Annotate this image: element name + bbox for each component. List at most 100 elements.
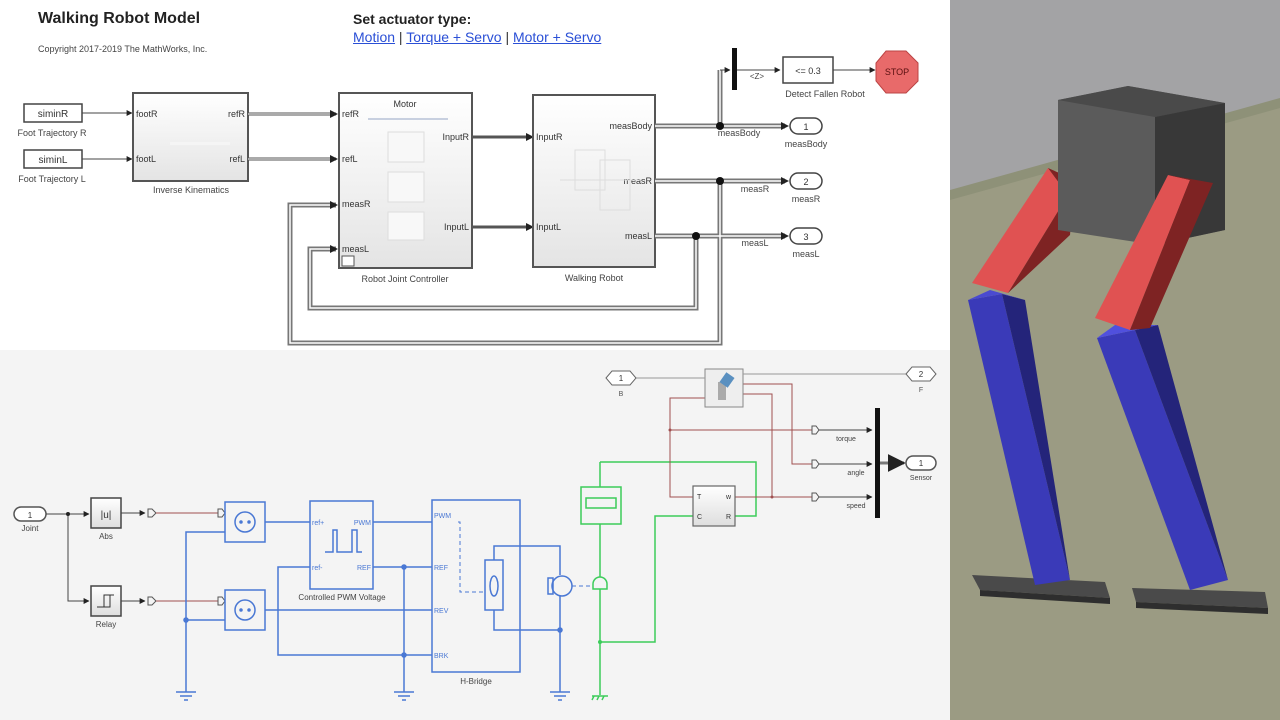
robot-3d-render — [950, 0, 1280, 720]
caption-sensor: Sensor — [910, 475, 933, 482]
caption-outport-measl: measL — [792, 249, 819, 259]
svg-text:refR: refR — [342, 109, 360, 119]
rotational-sensor-block[interactable] — [580, 486, 622, 525]
svg-text:footR: footR — [136, 109, 158, 119]
copyright-text: Copyright 2017-2019 The MathWorks, Inc. — [38, 44, 208, 54]
svg-text:1: 1 — [803, 122, 808, 132]
svg-text:1: 1 — [919, 459, 924, 468]
motion-sensor-block[interactable]: T C w R — [692, 485, 736, 527]
svg-text:2: 2 — [803, 177, 808, 187]
caption-foot-traj-r: Foot Trajectory R — [17, 128, 87, 138]
caption-walking-robot: Walking Robot — [565, 273, 624, 283]
controlled-pwm-voltage-block[interactable] — [309, 500, 374, 590]
robot-thigh-right — [1095, 175, 1213, 330]
bottom-diagram-svg: 1 Joint |u| Abs Relay — [13, 366, 937, 701]
caption-b: B — [619, 391, 624, 398]
link-motion[interactable]: Motion — [353, 29, 396, 45]
inverse-kinematics-block[interactable]: footR footL refR refL — [132, 92, 249, 182]
top-diagram-svg: siminR Foot Trajectory R siminL Foot Tra… — [17, 48, 919, 346]
svg-text:InputR: InputR — [442, 132, 469, 142]
dc-motor-block[interactable] — [547, 575, 573, 597]
svg-text:InputL: InputL — [536, 222, 561, 232]
motor-subsystem-canvas: 1 Joint |u| Abs Relay — [0, 350, 950, 720]
svg-text:|u|: |u| — [101, 510, 112, 521]
svg-text:T: T — [697, 494, 702, 501]
pwm-port-refplus: ref+ — [312, 520, 324, 527]
svg-text:measL: measL — [342, 244, 369, 254]
caption-relay: Relay — [96, 620, 116, 629]
controlled-voltage-source-2[interactable] — [224, 589, 266, 631]
controlled-voltage-source-1[interactable] — [224, 501, 266, 543]
svg-text:C: C — [697, 514, 702, 521]
ps-converter — [147, 508, 157, 606]
robot-shin-left — [968, 290, 1070, 585]
bus-selector-bar[interactable] — [732, 48, 737, 90]
caption-detect-fallen-robot: Detect Fallen Robot — [785, 89, 865, 99]
svg-text:refL: refL — [342, 154, 358, 164]
from-workspace-siminR[interactable]: siminR — [23, 103, 83, 123]
svg-text:1: 1 — [28, 511, 33, 520]
bus-creator-bar[interactable] — [875, 408, 880, 518]
actuator-links: Motion | Torque + Servo | Motor + Servo — [353, 29, 601, 45]
rotational-motion-source[interactable] — [592, 576, 608, 590]
mechanical-ground-icon — [591, 695, 608, 701]
abs-block[interactable]: |u| — [90, 497, 122, 529]
relay-block[interactable] — [90, 585, 122, 617]
electrical-ground-icon — [176, 691, 570, 701]
link-separator: | — [505, 29, 510, 45]
bus-label-speed: speed — [846, 503, 865, 510]
svg-text:2: 2 — [919, 370, 924, 379]
robot-joint-controller-block[interactable]: Motor refR refL measR measL InputR Input… — [338, 92, 473, 269]
walking-robot-block[interactable]: InputR InputL measBody measR measL — [532, 94, 656, 268]
svg-text:siminR: siminR — [38, 109, 69, 120]
hbridge-port-ref: REF — [434, 565, 448, 572]
bus-label-angle: angle — [847, 470, 864, 477]
bus-label-torque: torque — [836, 436, 856, 443]
svg-text:InputL: InputL — [444, 222, 469, 232]
joint-inport[interactable]: 1 — [13, 506, 47, 522]
robot-body — [1058, 86, 1225, 245]
f-port[interactable]: 2 — [905, 366, 937, 382]
selector-signal-label: <Z> — [750, 72, 765, 81]
compare-block[interactable]: <= 0.3 — [782, 56, 834, 84]
caption-outport-measr: measR — [792, 194, 821, 204]
svg-text:measR: measR — [342, 199, 371, 209]
svg-text:footL: footL — [136, 154, 156, 164]
h-bridge-block[interactable] — [431, 499, 561, 673]
top-model-canvas: Walking Robot Model Copyright 2017-2019 … — [0, 0, 950, 350]
signal-label-measbody: measBody — [718, 128, 761, 138]
hbridge-port-rev: REV — [434, 608, 449, 615]
sensor-outport[interactable]: 1 — [905, 455, 937, 471]
svg-text:measL: measL — [625, 231, 652, 241]
link-torque-servo[interactable]: Torque + Servo — [406, 29, 502, 45]
svg-text:refL: refL — [229, 154, 245, 164]
svg-text:STOP: STOP — [885, 67, 909, 77]
robot-foot-right — [1132, 588, 1268, 614]
svg-text:InputR: InputR — [536, 132, 563, 142]
svg-text:<= 0.3: <= 0.3 — [795, 66, 821, 76]
outport-3[interactable]: 3 — [789, 227, 823, 245]
caption-f: F — [919, 387, 923, 394]
caption-pwm-voltage: Controlled PWM Voltage — [298, 593, 386, 602]
svg-text:measBody: measBody — [609, 121, 652, 131]
link-motor-servo[interactable]: Motor + Servo — [512, 29, 602, 45]
robot-render-svg — [950, 0, 1280, 720]
caption-abs: Abs — [99, 532, 113, 541]
stop-block[interactable]: STOP — [875, 50, 919, 94]
pwm-port-ref: REF — [357, 565, 371, 572]
caption-outport-measbody: measBody — [785, 139, 828, 149]
svg-text:refR: refR — [228, 109, 246, 119]
torque-sensor-block[interactable] — [704, 368, 744, 408]
pwm-port-pwm: PWM — [354, 520, 371, 527]
b-port[interactable]: 1 — [605, 370, 637, 386]
outport-2[interactable]: 2 — [789, 172, 823, 190]
caption-joint: Joint — [22, 524, 40, 533]
actuator-heading: Set actuator type: — [353, 11, 472, 27]
from-workspace-siminL[interactable]: siminL — [23, 149, 83, 169]
svg-text:R: R — [726, 514, 731, 521]
svg-text:measR: measR — [623, 176, 652, 186]
caption-foot-traj-l: Foot Trajectory L — [18, 174, 86, 184]
model-title: Walking Robot Model — [38, 10, 201, 27]
outport-1[interactable]: 1 — [789, 117, 823, 135]
svg-text:3: 3 — [803, 232, 808, 242]
